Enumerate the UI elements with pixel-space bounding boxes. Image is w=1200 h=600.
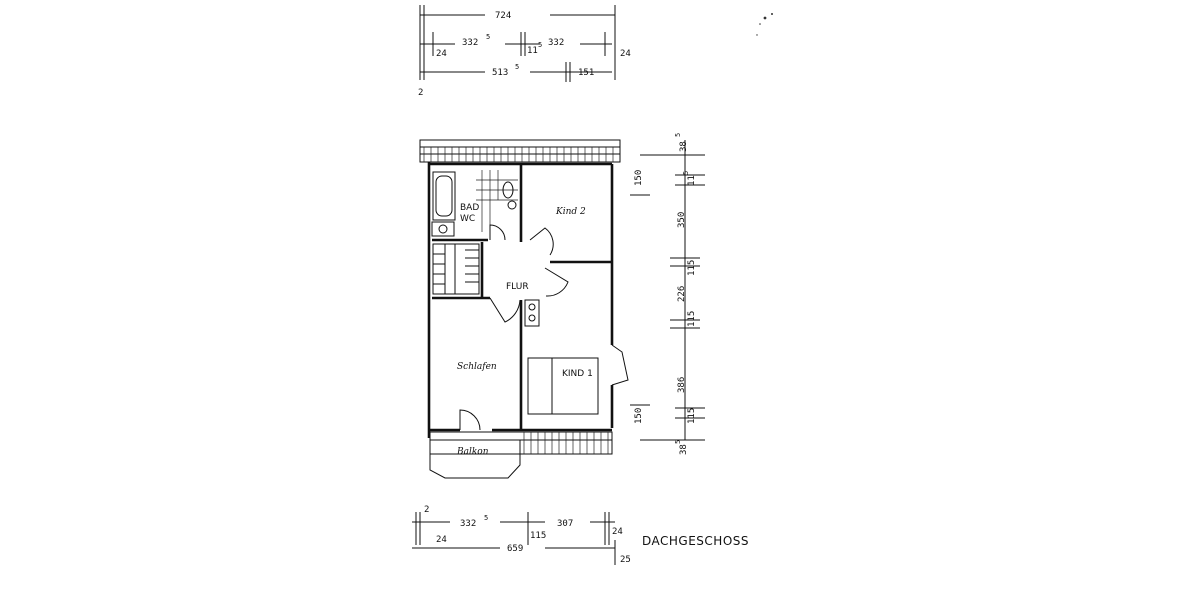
dim-bottom-edge: 2: [424, 505, 429, 515]
dim-top-right-room: 332: [548, 38, 564, 48]
dim-right-wall-115-a-sup: 5: [682, 171, 690, 175]
bottom-dimension-chain: [412, 512, 616, 565]
dim-right-room-386: 386: [677, 377, 687, 393]
balcony: [429, 431, 613, 479]
dim-top-left-room-sup: 5: [486, 33, 490, 41]
dim-bottom-mid-wall: 115: [530, 531, 546, 541]
door-swings: [459, 224, 569, 431]
dim-top-mid-wall: 11: [527, 46, 538, 56]
dim-top-edge: 2: [418, 88, 423, 98]
dim-right-wall-115-d: 115: [687, 408, 697, 424]
dim-bottom-left-outer: 24: [436, 535, 447, 545]
dim-bottom-right-room: 307: [557, 519, 573, 529]
dim-top-overall: 724: [495, 11, 511, 21]
dim-right-bottom-outer: 38: [679, 444, 689, 455]
chimney: [524, 299, 540, 327]
dim-right-bottom-outer-sup: 5: [674, 440, 682, 444]
washbasin: [431, 221, 455, 237]
scan-specks: [756, 13, 773, 36]
right-dimension-chain: [630, 140, 705, 441]
label-schlafen: Schlafen: [457, 362, 497, 372]
dim-top-sub-right: 151: [578, 68, 594, 78]
roof-tile-hatching: [423, 147, 614, 162]
dim-bottom-overall: 659: [507, 544, 523, 554]
toilet: [502, 181, 517, 210]
bath-tiles: [476, 170, 518, 232]
walls: [427, 162, 614, 438]
dim-bottom-edge-right: 25: [620, 555, 631, 565]
label-kind2: Kind 2: [555, 207, 586, 217]
dim-right-seg-150-bottom: 150: [634, 408, 644, 424]
dim-top-right-outer: 24: [620, 49, 631, 59]
label-flur: FLUR: [506, 282, 529, 292]
dim-bottom-left-room: 332: [460, 519, 476, 529]
balcony-rail-hatching: [523, 432, 609, 454]
top-dimension-chain: 724 24 332 5 11 5 332 24 513 5 151 2: [418, 5, 631, 98]
bay-window: [611, 344, 629, 386]
dim-right-wall-115-c: 115: [687, 311, 697, 327]
label-balkon: Balkon: [456, 447, 489, 457]
dim-top-sub-left: 513: [492, 68, 508, 78]
dim-top-left-room: 332: [462, 38, 478, 48]
dim-top-mid-wall-sup: 5: [538, 41, 542, 49]
bed: [527, 357, 599, 415]
dim-top-left-outer: 24: [436, 49, 447, 59]
dim-right-room-350: 350: [677, 212, 687, 228]
page-title: DACHGESCHOSS: [642, 534, 749, 548]
dim-right-top-outer: 38: [679, 141, 689, 152]
dim-right-wall-115-b: 115: [687, 260, 697, 276]
bathtub: [432, 171, 456, 221]
dim-right-top-outer-sup: 5: [674, 133, 682, 137]
dim-bottom-left-room-sup: 5: [484, 514, 488, 522]
label-bad: BAD: [460, 203, 479, 213]
dim-right-room-226: 226: [677, 286, 687, 302]
roof-edge-top: [419, 139, 621, 163]
staircase: [432, 243, 480, 295]
label-kind1: KIND 1: [562, 369, 593, 379]
dim-right-wall-115-a: 11: [687, 175, 697, 186]
dim-right-seg-150-top: 150: [634, 170, 644, 186]
dim-bottom-right-outer: 24: [612, 527, 623, 537]
label-wc: WC: [460, 214, 475, 224]
dim-top-sub-left-sup: 5: [515, 63, 519, 71]
